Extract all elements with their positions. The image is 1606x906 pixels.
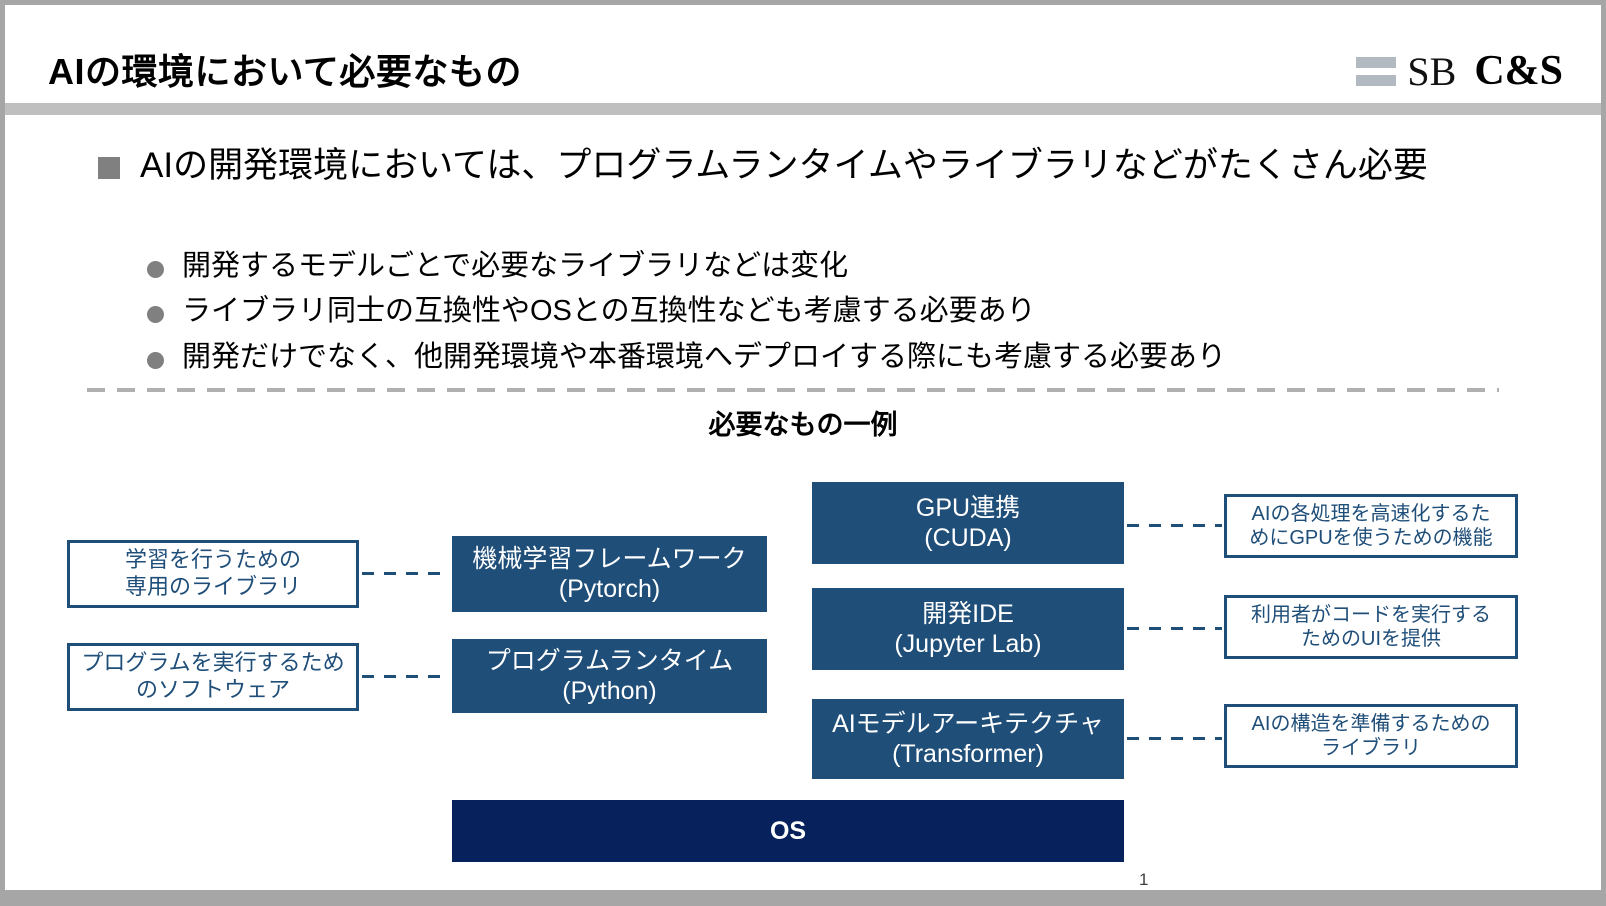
sub-bullet-3: 開発だけでなく、他開発環境や本番環境へデプロイする際にも考慮する必要あり: [147, 339, 1226, 377]
sub-bullet-3-text: 開発だけでなく、他開発環境や本番環境へデプロイする際にも考慮する必要あり: [182, 341, 1227, 373]
box-subtitle: (Pytorch): [558, 575, 661, 603]
sub-bullet-1-text: 開発するモデルごとで必要なライブラリなどは変化: [182, 250, 849, 282]
connector-left-2: [362, 675, 450, 678]
box-ide: 開発IDE (Jupyter Lab): [812, 588, 1124, 670]
sub-bullet-2: ライブラリ同士の互換性やOSとの互換性なども考慮する必要あり: [147, 293, 1036, 331]
callout-line-1: 利用者がコードを実行する: [1251, 603, 1491, 626]
box-architecture: AIモデルアーキテクチャ (Transformer): [812, 699, 1124, 779]
box-runtime: プログラムランタイム (Python): [452, 639, 767, 713]
sub-bullet-2-text: ライブラリ同士の互換性やOSとの互換性なども考慮する必要あり: [182, 295, 1036, 327]
callout-architecture: AIの構造を準備するための ライブラリ: [1224, 704, 1518, 768]
box-subtitle: (Transformer): [892, 740, 1044, 768]
main-bullet-text: AIの開発環境においては、プログラムランタイムやライブラリなどがたくさん必要: [140, 146, 1428, 185]
box-subtitle: (Jupyter Lab): [894, 630, 1042, 658]
dashed-divider: [87, 388, 1499, 392]
box-title: 開発IDE: [922, 599, 1014, 628]
connector-left-1: [362, 572, 450, 575]
hamburger-bars-icon: [1356, 56, 1397, 86]
page-number: 1: [1139, 870, 1149, 889]
callout-line-2: 専用のライブラリ: [124, 574, 301, 599]
callout-gpu: AIの各処理を高速化するた めにGPUを使うための機能: [1224, 494, 1518, 558]
footer-divider: [5, 890, 1601, 901]
callout-line-1: プログラムを実行するため: [81, 650, 345, 676]
logo-text-cs: C&S: [1474, 48, 1563, 94]
dot-bullet-icon: [147, 352, 164, 369]
dot-bullet-icon: [147, 306, 164, 323]
callout-line-2: ためのUIを提供: [1301, 628, 1441, 650]
callout-line-2: のソフトウェア: [135, 677, 290, 702]
box-title: 機械学習フレームワーク: [472, 544, 747, 573]
box-os: OS: [452, 800, 1124, 862]
box-title: OS: [769, 816, 807, 845]
connector-right-3: [1127, 737, 1222, 740]
section-heading: 必要なもの一例: [708, 410, 898, 440]
connector-right-1: [1127, 524, 1222, 527]
dot-bullet-icon: [147, 261, 164, 278]
box-title: AIモデルアーキテクチャ: [832, 709, 1104, 738]
box-ml-framework: 機械学習フレームワーク (Pytorch): [452, 536, 767, 612]
callout-line-2: ライブラリ: [1321, 737, 1421, 759]
connector-right-2: [1127, 627, 1222, 630]
header-divider: [5, 103, 1601, 115]
architecture-diagram: 学習を行うための 専用のライブラリ プログラムを実行するため のソフトウェア 機…: [5, 5, 1601, 901]
callout-line-2: めにGPUを使うための機能: [1249, 527, 1493, 549]
box-gpu: GPU連携 (CUDA): [812, 482, 1124, 564]
box-title: プログラムランタイム: [485, 646, 734, 675]
box-title: GPU連携: [915, 493, 1021, 522]
sub-bullet-1: 開発するモデルごとで必要なライブラリなどは変化: [147, 248, 848, 286]
square-bullet-icon: [98, 157, 120, 179]
callout-runtime: プログラムを実行するため のソフトウェア: [67, 643, 359, 711]
sb-cs-logo: SB C&S: [1356, 47, 1563, 95]
logo-text-sb: SB: [1407, 48, 1457, 94]
callout-ml-framework: 学習を行うための 専用のライブラリ: [67, 540, 359, 608]
main-bullet: AIの開発環境においては、プログラムランタイムやライブラリなどがたくさん必要: [98, 142, 1498, 189]
box-subtitle: (CUDA): [924, 524, 1012, 552]
callout-line-1: 学習を行うための: [124, 547, 301, 573]
page-title: AIの環境において必要なもの: [48, 51, 522, 92]
box-subtitle: (Python): [562, 677, 657, 705]
callout-ide: 利用者がコードを実行する ためのUIを提供: [1224, 595, 1518, 659]
slide-header: AIの環境において必要なもの SB C&S: [5, 5, 1601, 103]
callout-line-1: AIの各処理を高速化するた: [1251, 502, 1491, 525]
callout-line-1: AIの構造を準備するための: [1251, 712, 1491, 735]
